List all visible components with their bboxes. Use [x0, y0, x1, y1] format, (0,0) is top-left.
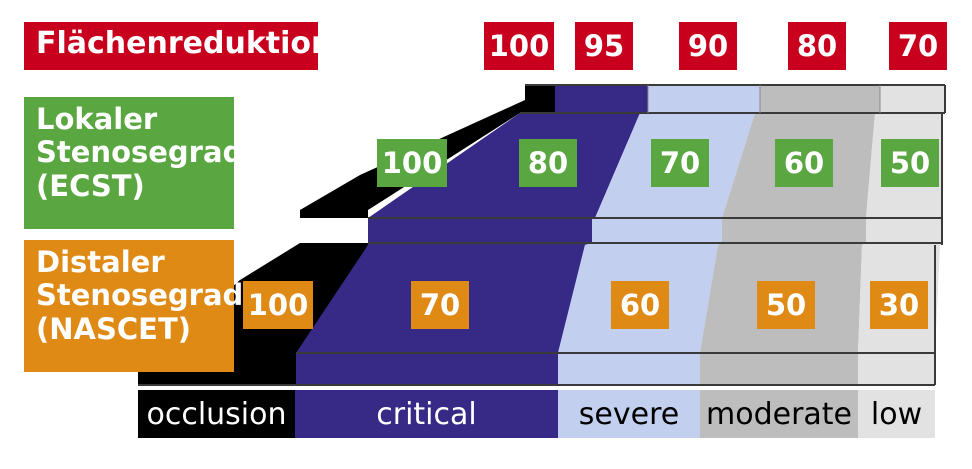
region-dividers [647, 85, 881, 113]
flaeche-value-100-text: 100 [488, 29, 550, 63]
ecst-value-100: 100 [377, 139, 447, 187]
flaeche-value-100: 100 [484, 22, 554, 70]
flaeche-value-70: 70 [889, 22, 947, 70]
ecst-value-80-text: 80 [527, 146, 569, 180]
nascet-value-50: 50 [757, 281, 815, 329]
category-occlusion: occlusion [138, 390, 295, 438]
category-low-text: low [870, 396, 923, 432]
category-low: low [858, 390, 935, 438]
ecst-value-50: 50 [881, 139, 939, 187]
flaeche-value-90: 90 [679, 22, 737, 70]
lokaler-stenosegrad-label: Lokaler Stenosegrad (ECST) [24, 97, 244, 229]
ecst-value-70: 70 [651, 139, 709, 187]
flaeche-value-90-text: 90 [687, 29, 729, 63]
ecst-value-60-text: 60 [783, 146, 825, 180]
nascet-value-70: 70 [411, 281, 469, 329]
nascet-value-30: 30 [870, 281, 928, 329]
flaeche-value-95: 95 [575, 22, 633, 70]
ecst-value-70-text: 70 [659, 146, 701, 180]
nascet-value-100: 100 [243, 281, 313, 329]
category-critical-text: critical [376, 396, 477, 432]
ecst-value-60: 60 [775, 139, 833, 187]
flaechenreduktion-label-text: Flächenreduktion [36, 26, 333, 61]
nascet-value-70-text: 70 [419, 288, 461, 322]
ecst-value-100-text: 100 [381, 146, 443, 180]
nascet-value-100-text: 100 [247, 288, 309, 322]
distaler-line-2: Stenosegrad [36, 278, 244, 313]
severe-region [558, 85, 760, 385]
category-moderate-text: moderate [705, 396, 852, 432]
distaler-line-3: (NASCET) [36, 311, 191, 346]
distaler-line-1: Distaler [36, 245, 165, 279]
occlusion-region [138, 85, 555, 385]
flaeche-value-80-text: 80 [796, 29, 838, 63]
flaechenreduktion-label: Flächenreduktion [24, 22, 332, 70]
lokaler-line-1: Lokaler [36, 102, 158, 136]
nascet-value-60-text: 60 [619, 288, 661, 322]
distaler-stenosegrad-label: Distaler Stenosegrad (NASCET) [24, 240, 244, 372]
flaeche-value-80: 80 [788, 22, 846, 70]
lokaler-line-2: Stenosegrad [36, 135, 244, 170]
moderate-region [700, 85, 880, 385]
band-outlines [138, 84, 946, 386]
lokaler-line-3: (ECST) [36, 168, 145, 203]
ecst-value-50-text: 50 [889, 146, 931, 180]
category-severe: severe [558, 390, 700, 438]
flaeche-value-70-text: 70 [897, 29, 939, 63]
ecst-value-80: 80 [519, 139, 577, 187]
nascet-value-30-text: 30 [878, 288, 920, 322]
category-occlusion-text: occlusion [146, 396, 287, 432]
category-severe-text: severe [578, 396, 680, 432]
nascet-value-60: 60 [611, 281, 669, 329]
category-moderate: moderate [700, 390, 858, 438]
category-critical: critical [295, 390, 558, 438]
flaeche-value-95-text: 95 [583, 29, 625, 63]
nascet-value-50-text: 50 [765, 288, 807, 322]
